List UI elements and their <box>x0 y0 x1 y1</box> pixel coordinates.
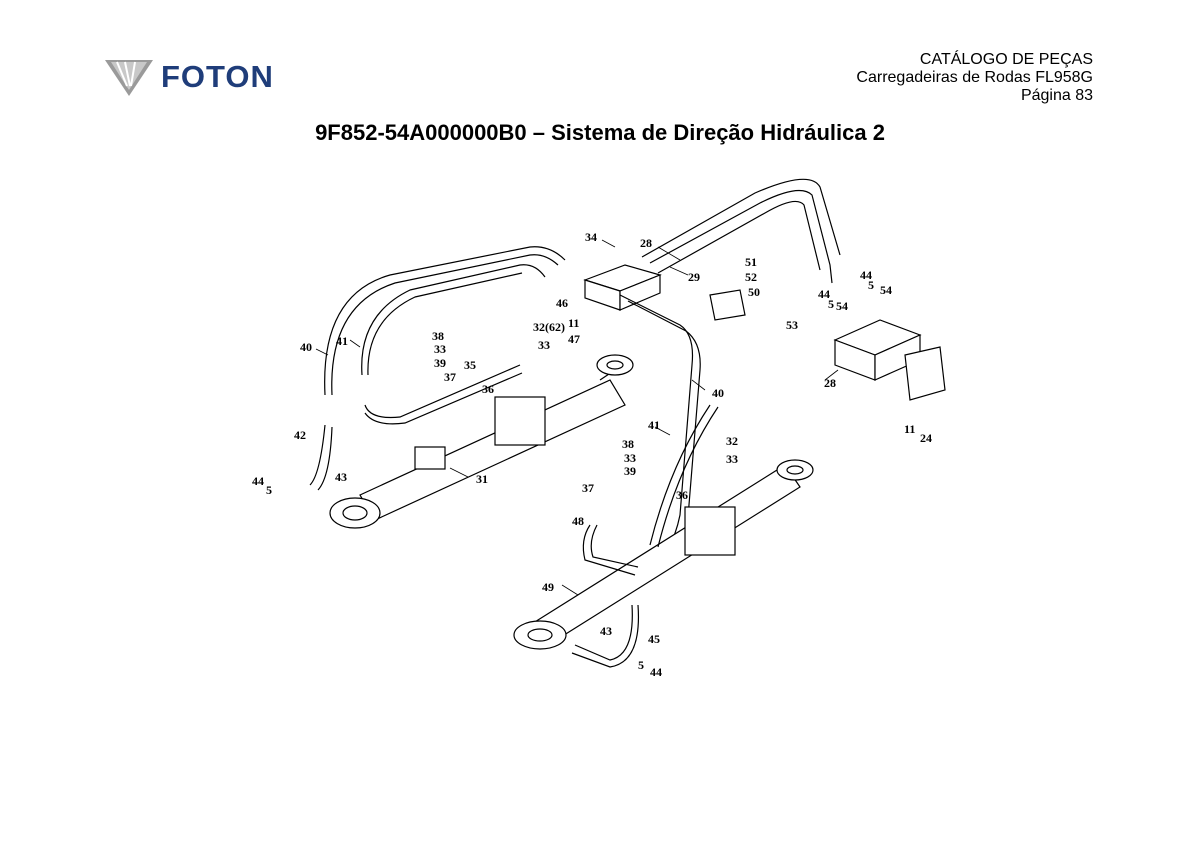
right-steering-cylinder <box>513 459 814 650</box>
foton-emblem-icon <box>105 60 153 96</box>
hydraulic-steering-drawing: 34 28 29 51 52 50 44 5 54 44 5 54 53 28 … <box>252 178 946 679</box>
callout-37: 37 <box>444 370 456 384</box>
callout-54: 54 <box>880 283 892 297</box>
callout-46: 46 <box>556 296 568 310</box>
callout-44c: 44 <box>252 474 264 488</box>
callout-40: 40 <box>300 340 312 354</box>
catalog-subtitle: Carregadeiras de Rodas FL958G <box>856 69 1093 86</box>
callout-43b: 43 <box>600 624 612 638</box>
callout-33: 33 <box>538 338 550 352</box>
callout-43: 43 <box>335 470 347 484</box>
callout-5d: 5 <box>638 658 644 672</box>
callout-33d: 33 <box>726 452 738 466</box>
callout-35: 35 <box>464 358 476 372</box>
callout-36: 36 <box>482 382 494 396</box>
callout-28b: 28 <box>824 376 836 390</box>
callout-45: 45 <box>648 632 660 646</box>
left-steering-cylinder <box>329 354 634 529</box>
callout-36b: 36 <box>676 488 688 502</box>
catalog-header: CATÁLOGO DE PEÇAS Carregadeiras de Rodas… <box>856 51 1093 105</box>
callout-5c: 5 <box>266 483 272 497</box>
callout-53: 53 <box>786 318 798 332</box>
steering-valve <box>833 319 946 401</box>
callout-34: 34 <box>585 230 597 244</box>
callout-50: 50 <box>748 285 760 299</box>
callout-52: 52 <box>745 270 757 284</box>
callout-49: 49 <box>542 580 554 594</box>
callout-44d: 44 <box>650 665 662 679</box>
callout-5: 5 <box>868 278 874 292</box>
callout-11: 11 <box>568 316 579 330</box>
callout-31: 31 <box>476 472 488 486</box>
callout-28: 28 <box>640 236 652 250</box>
foton-logo: FOTON <box>105 56 310 98</box>
callout-51: 51 <box>745 255 757 269</box>
callout-41: 41 <box>336 334 348 348</box>
callout-24: 24 <box>920 431 932 445</box>
page-number: Página 83 <box>1020 87 1093 104</box>
callout-40b: 40 <box>712 386 724 400</box>
callout-42: 42 <box>294 428 306 442</box>
logo-wordmark: FOTON <box>161 59 274 94</box>
callout-37b: 37 <box>582 481 594 495</box>
callout-39: 39 <box>434 356 446 370</box>
callout-32-62: 32(62) <box>533 320 565 334</box>
callout-11b: 11 <box>904 422 915 436</box>
callout-44b: 44 <box>818 287 830 301</box>
callout-33c: 33 <box>624 451 636 465</box>
parts-diagram: 34 28 29 51 52 50 44 5 54 44 5 54 53 28 … <box>240 165 960 700</box>
callout-41b: 41 <box>648 418 660 432</box>
catalog-title: CATÁLOGO DE PEÇAS <box>919 51 1093 68</box>
callout-47: 47 <box>568 332 580 346</box>
page-title: 9F852-54A000000B0 – Sistema de Direção H… <box>315 120 885 145</box>
callout-5b: 5 <box>828 297 834 311</box>
callout-39b: 39 <box>624 464 636 478</box>
callout-38: 38 <box>432 329 444 343</box>
callout-44: 44 <box>860 268 872 282</box>
callout-48: 48 <box>572 514 584 528</box>
callout-32: 32 <box>726 434 738 448</box>
callout-29: 29 <box>688 270 700 284</box>
callout-38b: 38 <box>622 437 634 451</box>
callout-54b: 54 <box>836 299 848 313</box>
callout-33b: 33 <box>434 342 446 356</box>
